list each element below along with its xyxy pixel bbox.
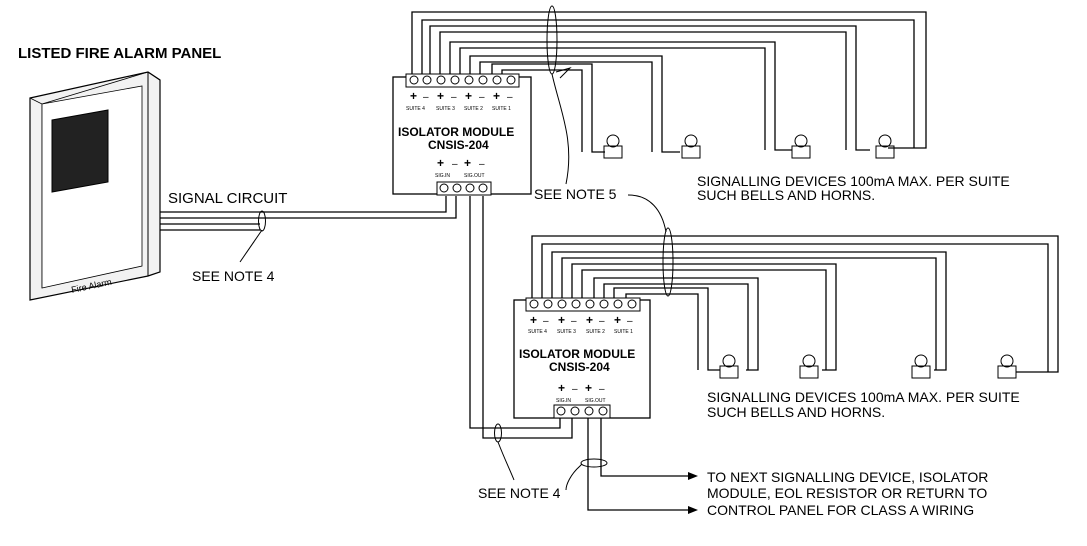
polarity-plus: +: [558, 313, 565, 327]
terminal-strip-bottom: [439, 183, 488, 193]
signalling-device: [681, 134, 701, 159]
next-device-line3: CONTROL PANEL FOR CLASS A WIRING: [707, 502, 974, 518]
signalling-devices-group-2: [719, 354, 1017, 379]
note4-lower-label: SEE NOTE 4: [478, 485, 561, 501]
isolator-module-1: + – + – + – + – SUITE 4 SUITE 3 SUITE 2 …: [392, 73, 532, 196]
suite-2-label: SUITE 2: [464, 106, 483, 112]
module-1-model: CNSIS-204: [428, 138, 489, 152]
module-1-name: ISOLATOR MODULE: [398, 125, 514, 139]
polarity-plus: +: [464, 156, 471, 170]
note4-upper-label: SEE NOTE 4: [192, 268, 275, 284]
polarity-minus: –: [479, 159, 485, 170]
sig-in-label: SIG.IN: [435, 173, 450, 179]
polarity-plus: +: [614, 313, 621, 327]
polarity-minus: –: [452, 159, 458, 170]
arrow-right-icon: [688, 506, 698, 514]
suite-3-label: SUITE 3: [557, 329, 576, 335]
signalling-device: [791, 134, 811, 159]
suite-1-label: SUITE 1: [492, 106, 511, 112]
signalling-device: [603, 134, 623, 159]
terminal-strip-top: [409, 75, 516, 85]
polarity-plus: +: [558, 381, 565, 395]
sig-out-label: SIG.OUT: [585, 398, 606, 404]
suite-2-label: SUITE 2: [586, 329, 605, 335]
devices-text-1-line2: SUCH BELLS AND HORNS.: [697, 187, 875, 203]
devices-text-2-line1: SIGNALLING DEVICES 100mA MAX. PER SUITE: [707, 389, 1020, 405]
polarity-plus: +: [437, 156, 444, 170]
polarity-minus: –: [479, 92, 485, 103]
module-1-suite-loops: [411, 5, 927, 185]
interconnect-wires: [469, 196, 573, 481]
note5-label: SEE NOTE 5: [534, 186, 617, 202]
polarity-plus: +: [410, 89, 417, 103]
devices-text-2-line2: SUCH BELLS AND HORNS.: [707, 404, 885, 420]
isolator-module-2: + – + – + – + – SUITE 4 SUITE 3 SUITE 2 …: [513, 297, 651, 419]
polarity-minus: –: [571, 316, 577, 327]
signalling-device: [875, 134, 895, 159]
polarity-minus: –: [507, 92, 513, 103]
sig-in-label: SIG.IN: [556, 398, 571, 404]
next-device-line2: MODULE, EOL RESISTOR OR RETURN TO: [707, 485, 987, 501]
polarity-plus: +: [493, 89, 500, 103]
signalling-device: [719, 354, 739, 379]
signalling-devices-group-1: [603, 134, 895, 159]
cable-bundle-marker: [258, 210, 266, 232]
terminal-strip-top: [529, 299, 637, 309]
suite-4-label: SUITE 4: [406, 106, 425, 112]
fire-alarm-panel: Fire Alarm: [29, 71, 161, 301]
polarity-minus: –: [627, 316, 633, 327]
devices-text-1-line1: SIGNALLING DEVICES 100mA MAX. PER SUITE: [697, 173, 1010, 189]
cable-bundle-marker: [580, 458, 608, 468]
terminal-strip-bottom: [556, 406, 608, 416]
module-2-model: CNSIS-204: [549, 360, 610, 374]
polarity-plus: +: [465, 89, 472, 103]
next-device-wires: [565, 418, 698, 514]
polarity-plus: +: [585, 381, 592, 395]
polarity-minus: –: [599, 384, 605, 395]
module-2-name: ISOLATOR MODULE: [519, 347, 635, 361]
cable-bundle-marker: [494, 423, 502, 443]
signalling-device: [799, 354, 819, 379]
signal-circuit-wires: [160, 196, 457, 263]
signalling-device: [911, 354, 931, 379]
polarity-minus: –: [572, 384, 578, 395]
signal-circuit-label: SIGNAL CIRCUIT: [168, 190, 287, 207]
next-device-line1: TO NEXT SIGNALLING DEVICE, ISOLATOR: [707, 469, 988, 485]
polarity-plus: +: [586, 313, 593, 327]
polarity-minus: –: [451, 92, 457, 103]
suite-1-label: SUITE 1: [614, 329, 633, 335]
suite-4-label: SUITE 4: [528, 329, 547, 335]
polarity-plus: +: [437, 89, 444, 103]
polarity-plus: +: [530, 313, 537, 327]
module-2-suite-loops: [531, 227, 1059, 373]
polarity-minus: –: [599, 316, 605, 327]
polarity-minus: –: [543, 316, 549, 327]
signalling-device: [997, 354, 1017, 379]
sig-out-label: SIG.OUT: [464, 173, 485, 179]
arrow-right-icon: [688, 472, 698, 480]
suite-3-label: SUITE 3: [436, 106, 455, 112]
cable-bundle-marker: [662, 227, 674, 297]
polarity-minus: –: [423, 92, 429, 103]
panel-title: LISTED FIRE ALARM PANEL: [18, 45, 221, 62]
